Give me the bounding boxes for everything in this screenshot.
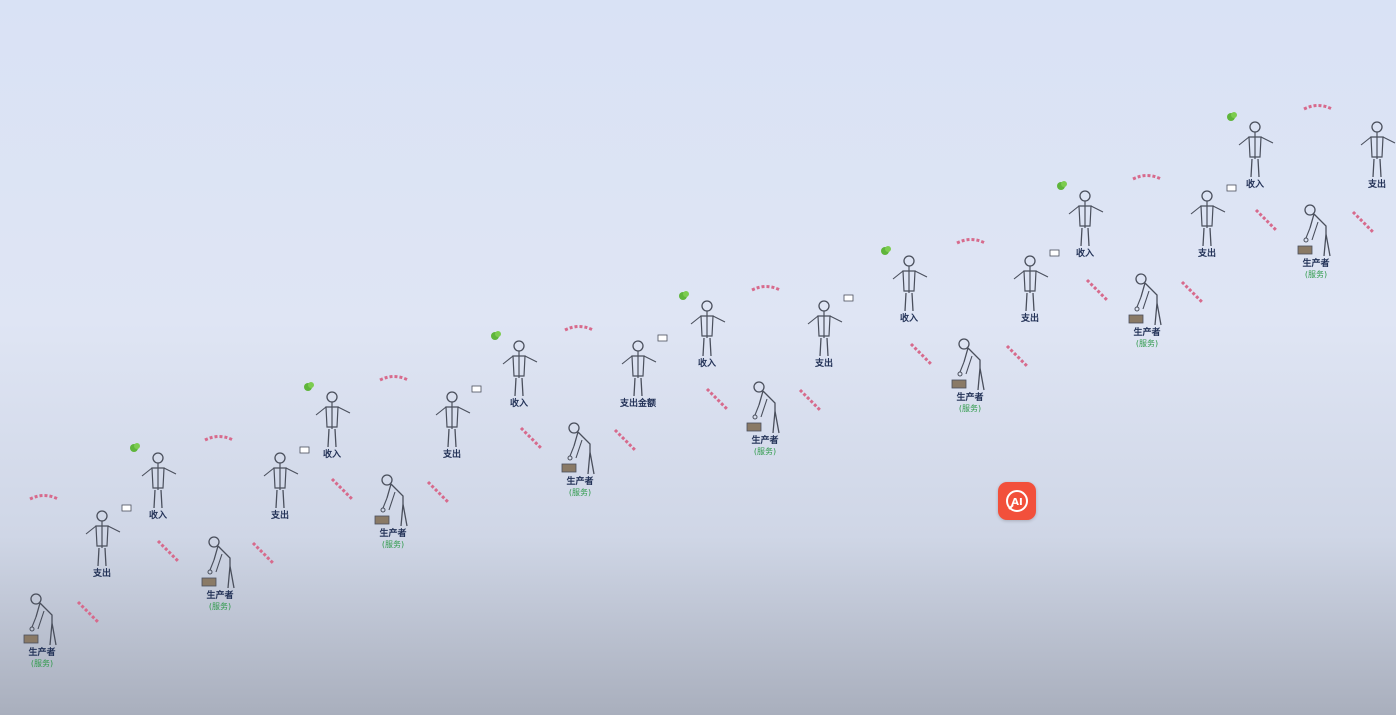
person-figure [892, 255, 928, 312]
producer-figure [561, 422, 595, 475]
flow-arrow [28, 494, 60, 501]
producer-sub-label: (服务) [381, 540, 405, 549]
person-figure [502, 340, 538, 397]
person-figure [141, 452, 177, 509]
expense-label: 支出 [1367, 180, 1387, 190]
producer-label: 生产者 [566, 477, 594, 487]
flow-arrow [519, 426, 543, 450]
producer-sub-label: (服务) [958, 404, 982, 413]
flow-arrow [1254, 208, 1278, 232]
flow-arrow [378, 375, 410, 382]
person-figure [621, 340, 657, 397]
income-label: 收入 [1245, 180, 1265, 190]
producer-sub-label: (服务) [753, 447, 777, 456]
flow-arrow [955, 238, 987, 245]
income-label: 收入 [1075, 249, 1095, 259]
person-figure [435, 391, 471, 448]
flow-arrow [613, 428, 637, 452]
flow-arrow [251, 541, 275, 565]
expense-label: 支出 [814, 359, 834, 369]
money-icon [1227, 112, 1237, 121]
producer-label: 生产者 [206, 591, 234, 601]
person-figure [1190, 190, 1226, 247]
person-figure [315, 391, 351, 448]
card-icon [657, 334, 668, 342]
income-label: 收入 [148, 511, 168, 521]
person-figure [690, 300, 726, 357]
expense-label: 支出 [442, 450, 462, 460]
flow-arrow [1302, 104, 1334, 111]
flow-arrow [203, 435, 235, 442]
expense-label: 支出 [92, 569, 112, 579]
expense-label: 支出 [1020, 314, 1040, 324]
flow-arrow [705, 387, 729, 411]
producer-figure [746, 381, 780, 434]
income-label: 收入 [322, 450, 342, 460]
producer-label: 生产者 [1133, 328, 1161, 338]
person-figure [263, 452, 299, 509]
producer-label: 生产者 [1302, 259, 1330, 269]
producer-figure [1297, 204, 1331, 257]
ai-logo-icon: AI [1006, 490, 1028, 512]
flow-arrow [563, 325, 595, 332]
person-figure [1238, 121, 1274, 178]
producer-sub-label: (服务) [1135, 339, 1159, 348]
income-label: 收入 [899, 314, 919, 324]
flow-arrow [156, 539, 180, 563]
flow-arrow [76, 600, 100, 624]
person-figure [1360, 121, 1396, 178]
card-icon [121, 504, 132, 512]
flow-arrow [1351, 210, 1375, 234]
income-label: 收入 [509, 399, 529, 409]
ai-badge[interactable]: AI [998, 482, 1036, 520]
flow-arrow [1180, 280, 1204, 304]
producer-sub-label: (服务) [1304, 270, 1328, 279]
money-icon [491, 331, 501, 340]
card-icon [1049, 249, 1060, 257]
expense-label: 支出 [1197, 249, 1217, 259]
producer-label: 生产者 [956, 393, 984, 403]
income-label: 收入 [697, 359, 717, 369]
card-icon [843, 294, 854, 302]
card-icon [471, 385, 482, 393]
person-figure [1013, 255, 1049, 312]
money-icon [304, 382, 314, 391]
flow-arrow [426, 480, 450, 504]
ai-badge-text: AI [1011, 497, 1022, 508]
money-icon [1057, 181, 1067, 190]
producer-figure [23, 593, 57, 646]
expense-label: 支出 [270, 511, 290, 521]
card-icon [1226, 184, 1237, 192]
person-figure [1068, 190, 1104, 247]
producer-sub-label: (服务) [208, 602, 232, 611]
producer-figure [374, 474, 408, 527]
flow-arrow [1005, 344, 1029, 368]
money-icon [881, 246, 891, 255]
flow-arrow [1085, 278, 1109, 302]
money-icon [679, 291, 689, 300]
flow-arrow [909, 342, 933, 366]
producer-figure [201, 536, 235, 589]
producer-label: 生产者 [379, 529, 407, 539]
producer-figure [1128, 273, 1162, 326]
flow-arrow [798, 388, 822, 412]
flow-arrow [750, 285, 782, 292]
producer-label: 生产者 [751, 436, 779, 446]
producer-sub-label: (服务) [568, 488, 592, 497]
flow-arrow [1131, 174, 1163, 181]
person-figure [85, 510, 121, 567]
money-icon [130, 443, 140, 452]
producer-sub-label: (服务) [30, 659, 54, 668]
expense_alt-label: 支出金额 [619, 399, 657, 409]
producer-label: 生产者 [28, 648, 56, 658]
flow-arrow [330, 477, 354, 501]
card-icon [299, 446, 310, 454]
producer-figure [951, 338, 985, 391]
person-figure [807, 300, 843, 357]
